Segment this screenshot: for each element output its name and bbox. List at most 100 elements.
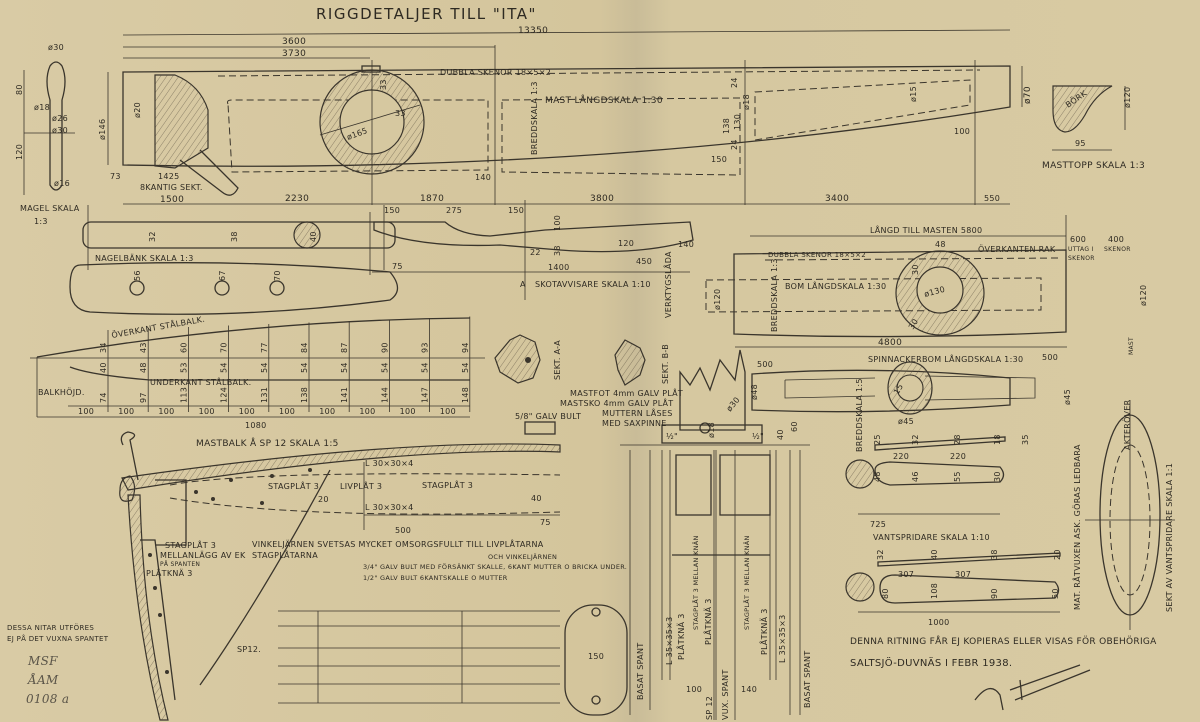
bom-dim-600: 600 bbox=[1070, 235, 1086, 244]
bom-skenor2: SKENOR bbox=[1104, 246, 1131, 253]
skotavvisare-label: SKOTAVVISARE SKALA 1:10 bbox=[535, 280, 651, 289]
hull-dim-40: 40 bbox=[531, 494, 542, 503]
magel-dim: ø16 bbox=[54, 179, 70, 188]
nagelbank-dim: 40 bbox=[309, 231, 318, 242]
mastbalk-drawing bbox=[30, 316, 485, 418]
hull-pa-spanten: PÅ SPANTEN bbox=[160, 561, 200, 568]
section-aa-label: SEKT. A-A bbox=[553, 340, 562, 380]
mast-octagonal-label: 8KANTIG SEKT. bbox=[140, 183, 203, 192]
mastbalk-value: 48 bbox=[139, 362, 148, 373]
mastbalk-height-label: BALKHÖJD. bbox=[38, 387, 85, 397]
mast-wall-33b: 33 bbox=[379, 79, 388, 90]
spinnaker-dim-500: 500 bbox=[757, 360, 773, 369]
vantspridare-dim: 46 bbox=[911, 471, 920, 482]
hull-stagplat-2: STAGPLÅT 3 bbox=[422, 479, 473, 490]
mast-dim-3600: 3600 bbox=[282, 37, 306, 47]
section-aa-drawing bbox=[494, 334, 541, 384]
mastbalk-spacing: 100 bbox=[279, 407, 295, 416]
vantspridare-upper-length: 725 bbox=[870, 520, 886, 529]
mastfot-dim: ø18 bbox=[707, 422, 716, 438]
mastbalk-value: 84 bbox=[300, 342, 309, 353]
vantspridare-dim: 48 bbox=[873, 471, 882, 482]
magel-scale: 1:3 bbox=[34, 217, 48, 226]
mast-mid-dim: ø18 bbox=[742, 94, 751, 110]
hull-dim-500: 500 bbox=[395, 526, 411, 535]
mastfot-dim: 40 bbox=[776, 429, 785, 440]
magel-dim: 80 bbox=[15, 84, 24, 95]
magel-dim: ø18 bbox=[34, 103, 50, 112]
hull-section-drawing bbox=[119, 431, 628, 721]
mastbalk-value: 70 bbox=[220, 342, 229, 353]
mast-dia-146: ø146 bbox=[98, 119, 107, 140]
vantspridare-dim: 25 bbox=[873, 434, 882, 445]
skotavvisare-dim: 140 bbox=[678, 240, 694, 249]
archive-mark-3: 0108 a bbox=[26, 692, 69, 706]
vantspridare-dim: 32 bbox=[911, 434, 920, 445]
mastbalk-value: 87 bbox=[340, 342, 349, 353]
mastbalk-value: 147 bbox=[421, 387, 430, 403]
mastbalk-label: MASTBALK Å SP 12 SKALA 1:5 bbox=[196, 437, 339, 449]
mast-mid-dim: 138 bbox=[722, 118, 731, 134]
archive-mark-1: MSF bbox=[27, 654, 58, 668]
vantspridare-dim: 38 bbox=[990, 549, 999, 560]
weld-note-1: VINKELJÄRNEN SVETSAS MYCKET OMSORGSFULLT… bbox=[252, 538, 544, 549]
mast-dia-20: ø20 bbox=[133, 102, 142, 118]
mastbalk-value: 43 bbox=[139, 342, 148, 353]
mast-wall-33a: 33 bbox=[395, 109, 406, 118]
skotavvisare-dim: 150 bbox=[508, 206, 524, 215]
mast-mid-dim: 24 bbox=[730, 139, 739, 150]
mastbalk-spacing: 100 bbox=[440, 407, 456, 416]
spinnaker-dia-45: ø45 bbox=[898, 417, 914, 426]
bom-width-48: 48 bbox=[935, 240, 946, 249]
nagelbank-drawing bbox=[69, 205, 399, 315]
weld-note-2: STAGPLÅTARNA bbox=[252, 549, 318, 560]
mastfot-bolt: 5/8" GALV BULT bbox=[515, 412, 581, 421]
hull-stagplat-1: STAGPLÅT 3 bbox=[268, 480, 319, 491]
frame-angle: L 35×35×3 bbox=[778, 614, 787, 663]
vantspridare-dim: 50 bbox=[1051, 588, 1060, 599]
masttopp-label: MASTTOPP SKALA 1:3 bbox=[1042, 161, 1145, 171]
toolbox-label: VERKTYGSLÅDA bbox=[662, 251, 673, 318]
spinnaker-label: SPINNACKERBOM LÅNGDSKALA 1:30 bbox=[868, 353, 1023, 364]
frame-platkna: PLÅTKNÄ 3 bbox=[758, 608, 769, 655]
vantspridare-dim: 220 bbox=[893, 452, 909, 461]
section-marker-a: A bbox=[520, 280, 526, 289]
weld-note-3: OCH VINKELJÄRNEN bbox=[488, 552, 557, 561]
rivet-note-2: EJ PÅ DET VUXNA SPANTET bbox=[7, 634, 109, 643]
mast-dim-140: 140 bbox=[475, 173, 491, 182]
magel-dim: 120 bbox=[15, 144, 24, 160]
magel-dim: ø30 bbox=[48, 43, 64, 52]
mastbalk-top-edge: ÖVERKANT STÅLBALK. bbox=[110, 313, 205, 340]
vantspridare-dim: 108 bbox=[930, 583, 939, 599]
bom-top-straight: ÖVERKANTEN RAK bbox=[978, 244, 1056, 254]
mast-bottom-dim: 1500 bbox=[160, 195, 184, 205]
bom-rails: DUBBLA SKENOR 18×5×2 bbox=[768, 251, 866, 259]
mastbalk-value: 54 bbox=[380, 362, 389, 373]
mastbalk-value: 131 bbox=[260, 387, 269, 403]
bom-label: BOM LÅNGDSKALA 1:30 bbox=[785, 280, 886, 291]
vantspridare-material: MAT. RÅTVUXEN ASK. GÖRAS LEDBARA bbox=[1071, 444, 1082, 610]
frame-stagplat: STAGPLÅT 3 MELLAN KNÄN bbox=[742, 535, 751, 630]
mast-bottom-dim: 2230 bbox=[285, 194, 309, 204]
masttopp-drawing bbox=[1052, 85, 1126, 151]
mast-dia-70: ø70 bbox=[1023, 86, 1033, 104]
mastfot-dim: ø30 bbox=[725, 395, 742, 413]
skotavvisare-dim: 100 bbox=[553, 215, 562, 231]
mast-bottom-dim: 3400 bbox=[825, 194, 849, 204]
frame-dim-100: 100 bbox=[686, 685, 702, 694]
mast-dia-15: ø15 bbox=[909, 86, 918, 102]
masttopp-dia-dim: ø120 bbox=[1123, 87, 1132, 108]
bom-mast-label: MAST bbox=[1128, 337, 1135, 355]
section-bb-drawing bbox=[614, 339, 646, 386]
mast-drawing bbox=[107, 29, 1023, 205]
vantspridare-label: VANTSPRIDARE SKALA 1:10 bbox=[873, 533, 990, 542]
skotavvisare-dim: 275 bbox=[446, 206, 462, 215]
mast-mid-dim: 150 bbox=[711, 155, 727, 164]
frame-stagplat: STAGPLÅT 3 MELLAN KNÄN bbox=[691, 535, 700, 630]
skotavvisare-dim: 120 bbox=[618, 239, 634, 248]
mast-dim-73: 73 bbox=[110, 172, 121, 181]
mastbalk-bottom-edge: UNDERKANT STÅLBALK. bbox=[150, 376, 251, 387]
mastfot-dim: ½" bbox=[752, 432, 764, 441]
mastbalk-value: 54 bbox=[421, 362, 430, 373]
spinnakerbom-drawing bbox=[751, 361, 1036, 415]
